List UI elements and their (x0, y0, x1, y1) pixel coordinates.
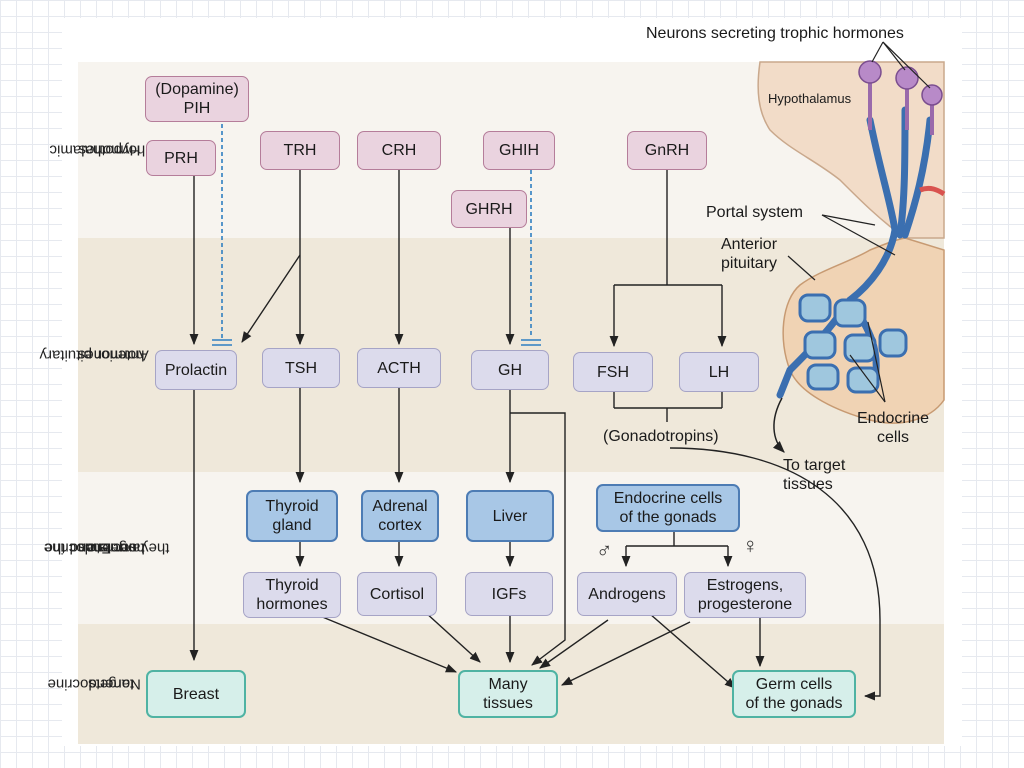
box-acth: ACTH (357, 348, 441, 388)
anterior-pituitary-tissue (782, 237, 945, 424)
anterior-pituitary-leader (787, 255, 816, 281)
box-trh: TRH (260, 131, 340, 170)
box-germ-cells: Germ cells of the gonads (732, 670, 856, 718)
box-liver: Liver (466, 490, 554, 542)
box-prolactin: Prolactin (155, 350, 237, 390)
lh-label: LH (708, 363, 730, 381)
box-cortisol: Cortisol (357, 572, 437, 616)
neurons-leader (871, 41, 884, 63)
ghrh-label: GHRH (465, 200, 513, 218)
prh-label: PRH (164, 149, 198, 167)
igfs-label: IGFs (491, 585, 527, 603)
box-many-tissues: Many tissues (458, 670, 558, 718)
ghih-label: GHIH (499, 142, 539, 159)
anterior-pituitary-label-2: pituitary (721, 255, 778, 272)
gonad-cells-line2: of the gonads (619, 509, 717, 526)
to-target-tissues-label-1: To target (783, 457, 846, 474)
connector-lines (189, 170, 881, 701)
to-target-tissues-label-2: tissues (783, 476, 833, 493)
portal-system-label: Portal system (706, 204, 803, 221)
endocrine-cells-label-1: Endocrine (857, 410, 930, 427)
box-prh: PRH (146, 140, 216, 176)
row-label-nonendocrine-line2: targets (88, 675, 135, 693)
female-symbol: ♀ (742, 533, 759, 558)
many-tissues-line1: Many (488, 676, 528, 693)
estrogens-line1: Estrogens, (706, 577, 784, 594)
gnrh-label: GnRH (644, 142, 690, 159)
endocrine-cell-clusters (798, 293, 908, 394)
pituitary-illustration (757, 41, 946, 453)
fsh-label: FSH (597, 363, 629, 381)
box-igfs: IGFs (465, 572, 553, 616)
inhibitory-lines (212, 124, 541, 346)
box-thyroid-hormones: Thyroid hormones (243, 572, 341, 618)
box-tsh: TSH (262, 348, 340, 388)
thyroid-hormones-line1: Thyroid (265, 577, 319, 594)
germ-cells-line2: of the gonads (745, 695, 843, 712)
box-lh: LH (679, 352, 759, 392)
germ-cells-line1: Germ cells (755, 676, 833, 693)
box-crh: CRH (357, 131, 441, 170)
many-tissues-line2: tissues (483, 695, 533, 712)
estrogens-line2: progesterone (697, 596, 793, 613)
hypothalamus-tissue (757, 61, 945, 239)
artery (919, 185, 946, 197)
crh-label: CRH (381, 142, 417, 159)
trh-label: TRH (283, 142, 317, 159)
pih-line2: PIH (183, 100, 211, 117)
box-thyroid-gland: Thyroid gland (246, 490, 338, 542)
prolactin-label: Prolactin (164, 361, 228, 379)
row-label-endocrine-line4: they secrete (87, 539, 170, 557)
male-symbol: ♂ (596, 538, 613, 563)
thyroid-gland-line2: gland (272, 517, 312, 534)
box-ghrh: GHRH (451, 190, 527, 228)
gh-label: GH (498, 361, 522, 379)
box-fsh: FSH (573, 352, 653, 392)
adrenal-cortex-line2: cortex (378, 517, 422, 534)
cortisol-label: Cortisol (369, 585, 425, 603)
box-gonad-endocrine-cells: Endocrine cells of the gonads (596, 484, 740, 532)
tsh-label: TSH (285, 359, 317, 377)
endocrine-cells-label-2: cells (877, 429, 910, 446)
acth-label: ACTH (377, 359, 421, 377)
adrenal-cortex-line1: Adrenal (372, 498, 428, 515)
box-pih: (Dopamine) PIH (145, 76, 249, 122)
row-label-hypothalamic-line2: hormones (78, 141, 145, 159)
androgens-label: Androgens (588, 585, 666, 603)
hypothalamus-label: Hypothalamus (768, 91, 852, 106)
neuron-cells (858, 60, 943, 135)
to-target-arrow (772, 397, 785, 453)
box-breast: Breast (146, 670, 246, 718)
thyroid-gland-line1: Thyroid (265, 498, 319, 515)
gonadotropins-label: (Gonadotropins) (603, 428, 719, 445)
thyroid-hormones-line2: hormones (256, 596, 328, 613)
box-ghih: GHIH (483, 131, 555, 170)
box-androgens: Androgens (577, 572, 677, 616)
endocrine-cells-leader (849, 354, 886, 403)
liver-label: Liver (492, 507, 528, 525)
box-estrogens-progesterone: Estrogens, progesterone (684, 572, 806, 618)
neurons-title: Neurons secreting trophic hormones (646, 25, 904, 42)
gonad-cells-line1: Endocrine cells (613, 490, 723, 507)
box-adrenal-cortex: Adrenal cortex (361, 490, 439, 542)
breast-label: Breast (172, 685, 220, 703)
portal-system-leader (821, 214, 876, 226)
anterior-pituitary-label-1: Anterior (721, 236, 778, 253)
box-gnrh: GnRH (627, 131, 707, 170)
box-gh: GH (471, 350, 549, 390)
pih-line1: (Dopamine) (155, 81, 239, 98)
row-label-anterior-line2: hormones (78, 346, 145, 364)
